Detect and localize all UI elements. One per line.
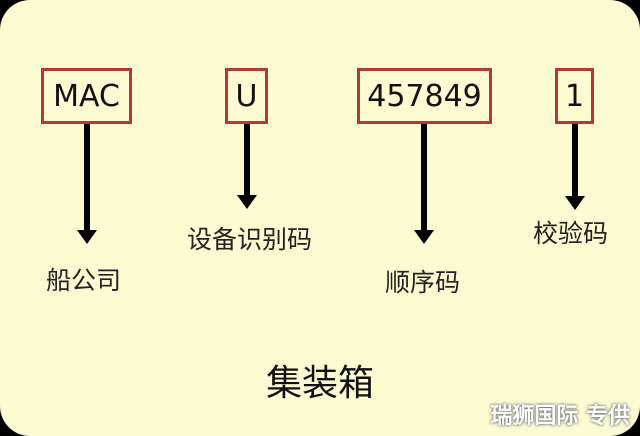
- watermark: 瑞狮国际 专供: [490, 404, 630, 429]
- serial-number-box: 457849: [357, 68, 492, 124]
- owner-code-box: MAC: [41, 68, 132, 124]
- owner-code-arrow: [77, 124, 97, 244]
- check-digit-text: 1: [564, 78, 585, 114]
- serial-number-label: 顺序码: [385, 268, 461, 297]
- serial-number-arrow: [414, 124, 434, 244]
- equipment-id-arrow: [237, 124, 257, 209]
- serial-number-text: 457849: [367, 78, 482, 114]
- check-digit-label: 校验码: [533, 219, 609, 248]
- equipment-id-box: U: [225, 68, 268, 124]
- owner-code-label: 船公司: [46, 266, 122, 295]
- equipment-id-label: 设备识别码: [187, 225, 313, 254]
- diagram-title: 集装箱: [265, 363, 374, 404]
- check-digit-box: 1: [555, 68, 594, 124]
- owner-code-text: MAC: [53, 78, 120, 114]
- equipment-id-text: U: [235, 78, 258, 114]
- check-digit-arrow: [565, 124, 585, 210]
